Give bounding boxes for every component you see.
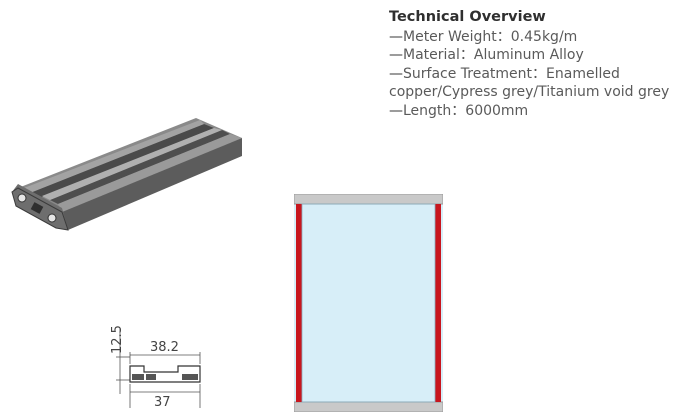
spec-length-text: Length：6000mm (403, 102, 529, 119)
glass-panel (294, 194, 443, 412)
spec-meter-weight: —Meter Weight：0.45kg/m (389, 28, 679, 47)
height-dimension-label: 12.5 (110, 325, 125, 354)
spec-material: —Material：Aluminum Alloy (389, 46, 679, 65)
cross-section-drawing: 12.5 38.2 37 (110, 325, 201, 410)
aluminum-profile-image (11, 118, 242, 231)
dash-bullet: — (389, 47, 403, 63)
technical-overview-title: Technical Overview (389, 9, 546, 25)
glass-outline (301, 203, 436, 403)
bottom-rail (294, 401, 443, 412)
spec-material-text: Material：Aluminum Alloy (403, 47, 584, 63)
top-rail (294, 194, 443, 205)
left-red-profile (296, 204, 302, 402)
spec-length: —Length：6000mm (389, 102, 679, 121)
spec-surface-treatment-text: Surface Treatment：Enamelled copper/Cypre… (389, 65, 670, 101)
profile-end-outline (11, 187, 69, 231)
window-frame-diagram (294, 194, 443, 412)
dash-bullet: — (389, 102, 403, 119)
profile-ridge (58, 134, 242, 212)
profile-section-detail (132, 374, 144, 380)
end-screw-hole (17, 193, 27, 203)
profile-groove (32, 124, 214, 197)
profile-side-face (62, 138, 242, 230)
right-red-profile (435, 204, 441, 402)
end-channel (30, 202, 44, 214)
technical-overview: Technical Overview —Meter Weight：0.45kg/… (389, 8, 679, 120)
profile-section-detail (182, 374, 198, 380)
bottom-width-label: 37 (154, 395, 171, 410)
profile-ridge (24, 120, 204, 193)
dash-bullet: — (389, 65, 403, 82)
profile-groove (50, 130, 230, 204)
spec-meter-weight-text: Meter Weight：0.45kg/m (403, 28, 578, 45)
dash-bullet: — (389, 28, 403, 45)
top-width-label: 38.2 (150, 340, 179, 355)
end-screw-hole (47, 213, 57, 223)
profile-ridge (42, 128, 222, 200)
spec-surface-treatment: —Surface Treatment：Enamelled copper/Cypr… (389, 65, 679, 102)
profile-section-detail (146, 374, 156, 380)
